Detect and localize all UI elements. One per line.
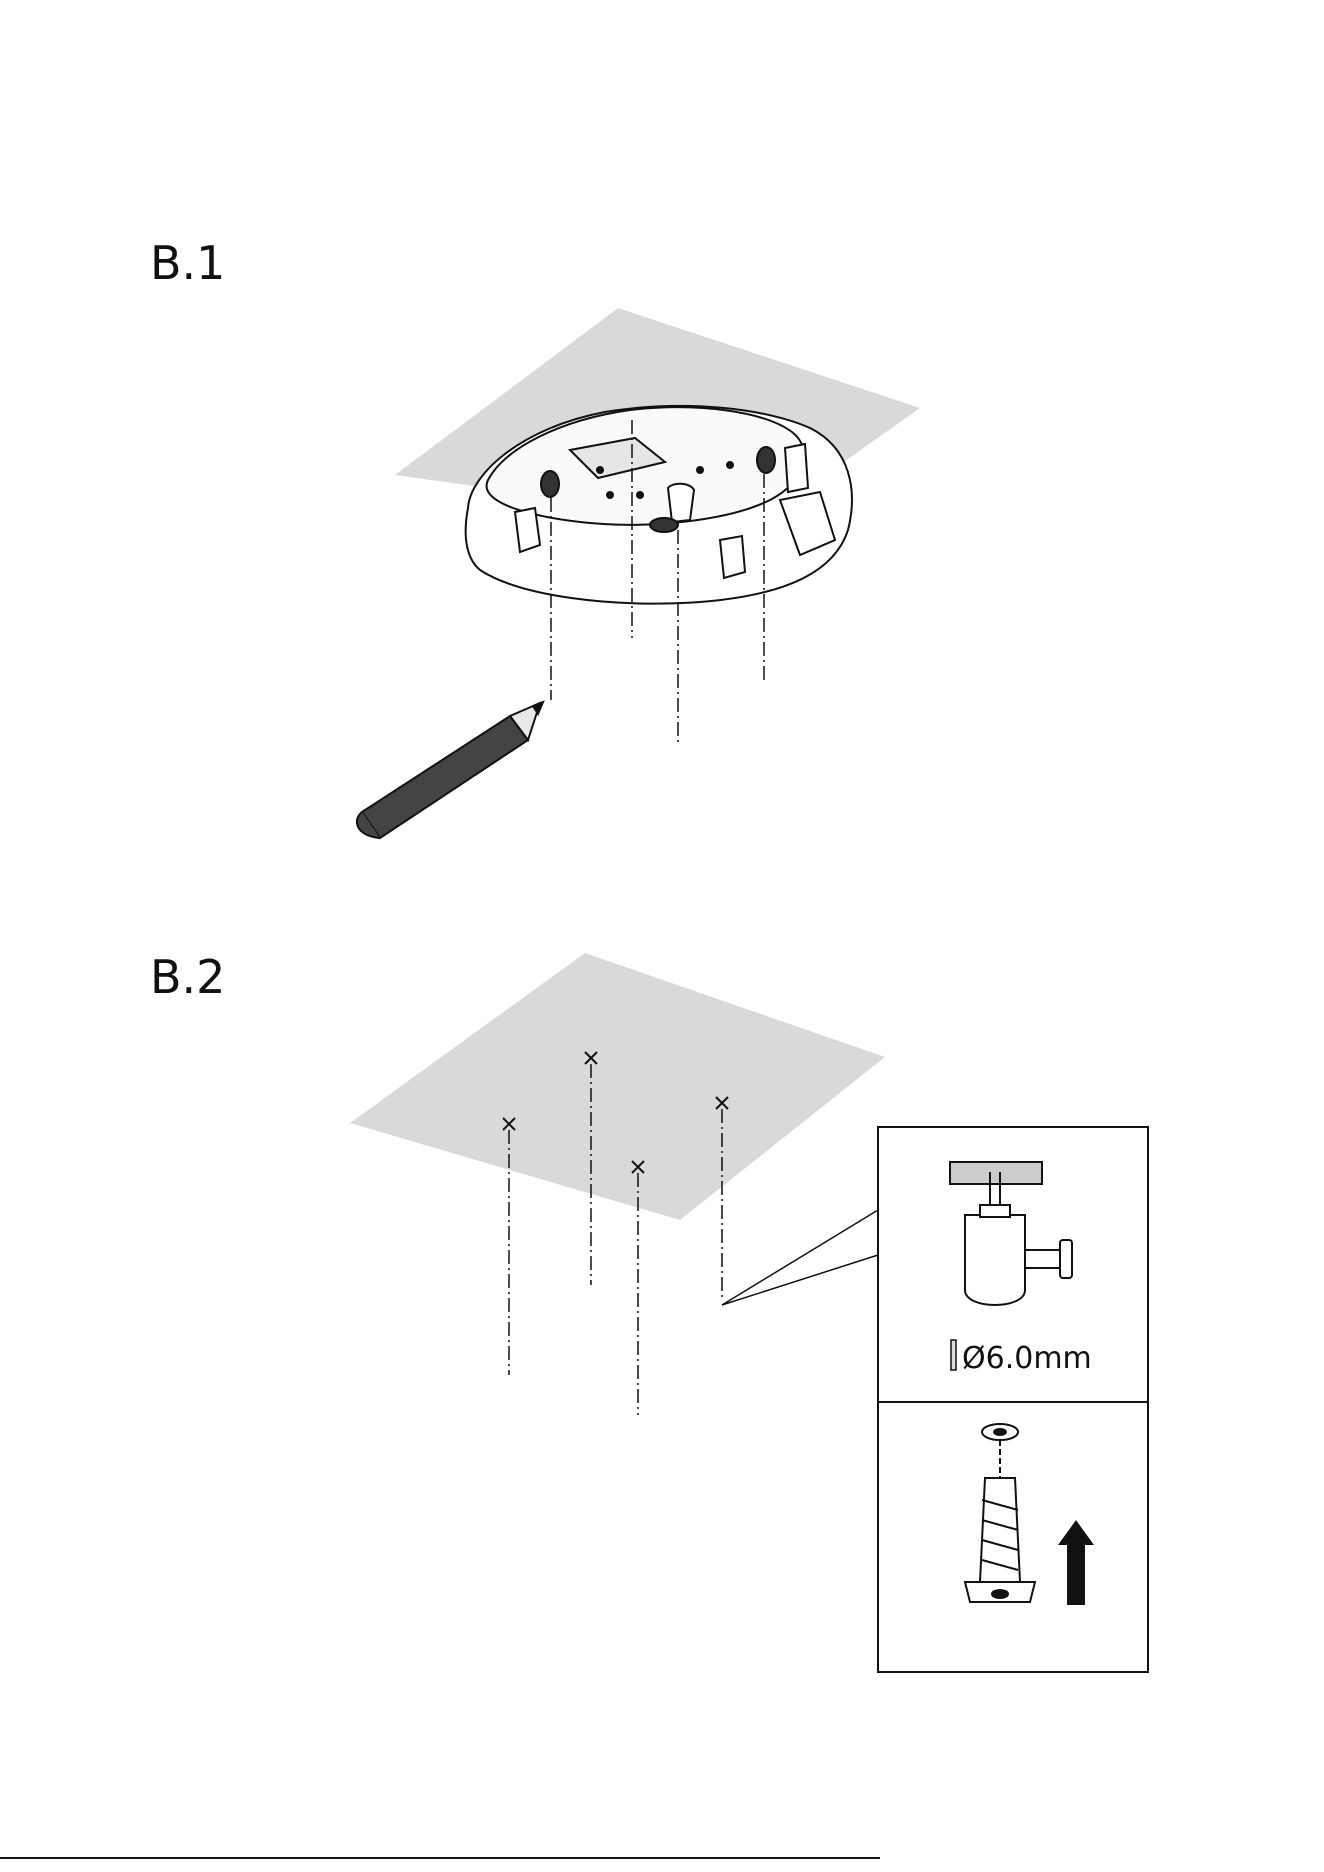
ceiling-plane [350,953,885,1220]
drill-size-label: Ø6.0mm [962,1341,1092,1376]
drill-bit-icon [951,1340,956,1370]
pencil-icon [357,702,543,838]
step-b1-figure [357,308,920,838]
step-b2-figure: Ø6.0mm [350,953,1148,1672]
